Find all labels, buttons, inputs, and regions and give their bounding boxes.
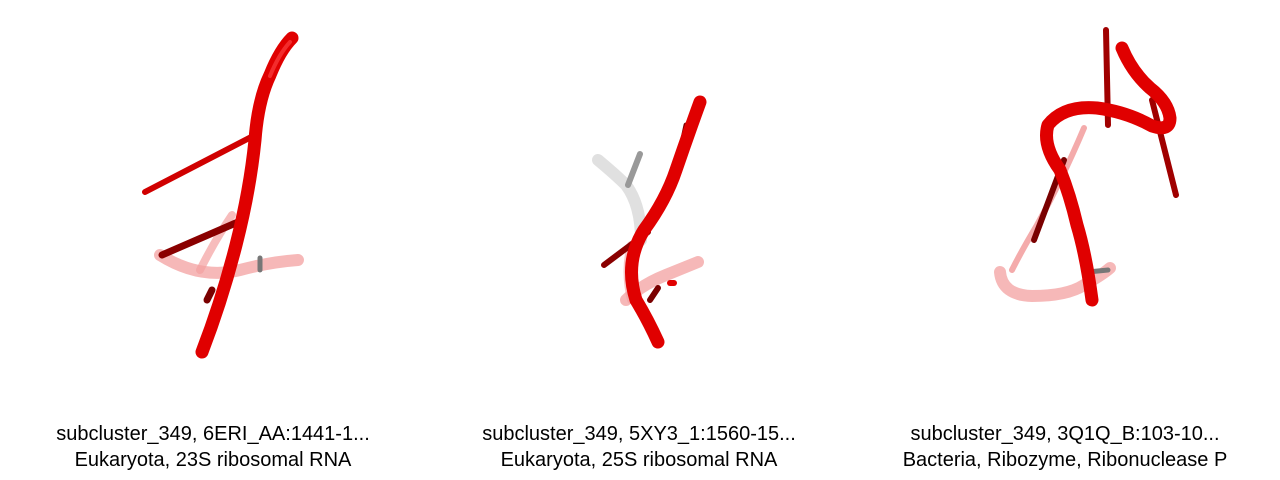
caption-subtitle-1: Eukaryota, 23S ribosomal RNA bbox=[74, 449, 352, 471]
caption-subtitle-3: Bacteria, Ribozyme, Ribonuclease P bbox=[902, 449, 1228, 471]
caption-subtitle-2: Eukaryota, 25S ribosomal RNA bbox=[500, 449, 778, 471]
rna-structure-image-2 bbox=[592, 95, 707, 349]
caption-title-1: subcluster_349, 6ERI_AA:1441-1... bbox=[56, 423, 370, 445]
caption-title-3: subcluster_349, 3Q1Q_B:103-10... bbox=[910, 423, 1220, 445]
structure-caption-1: subcluster_349, 6ERI_AA:1441-1... Eukary… bbox=[0, 421, 426, 473]
structure-panel-1: subcluster_349, 6ERI_AA:1441-1... Eukary… bbox=[0, 0, 426, 480]
structure-caption-3: subcluster_349, 3Q1Q_B:103-10... Bacteri… bbox=[852, 421, 1278, 473]
rna-structure-image-3 bbox=[994, 27, 1179, 307]
structure-panel-2: subcluster_349, 5XY3_1:1560-15... Eukary… bbox=[426, 0, 852, 480]
structure-caption-2: subcluster_349, 5XY3_1:1560-15... Eukary… bbox=[426, 421, 852, 473]
structure-panel-3: subcluster_349, 3Q1Q_B:103-10... Bacteri… bbox=[852, 0, 1278, 480]
rna-structure-image-1 bbox=[142, 31, 304, 359]
caption-title-2: subcluster_349, 5XY3_1:1560-15... bbox=[482, 423, 796, 445]
